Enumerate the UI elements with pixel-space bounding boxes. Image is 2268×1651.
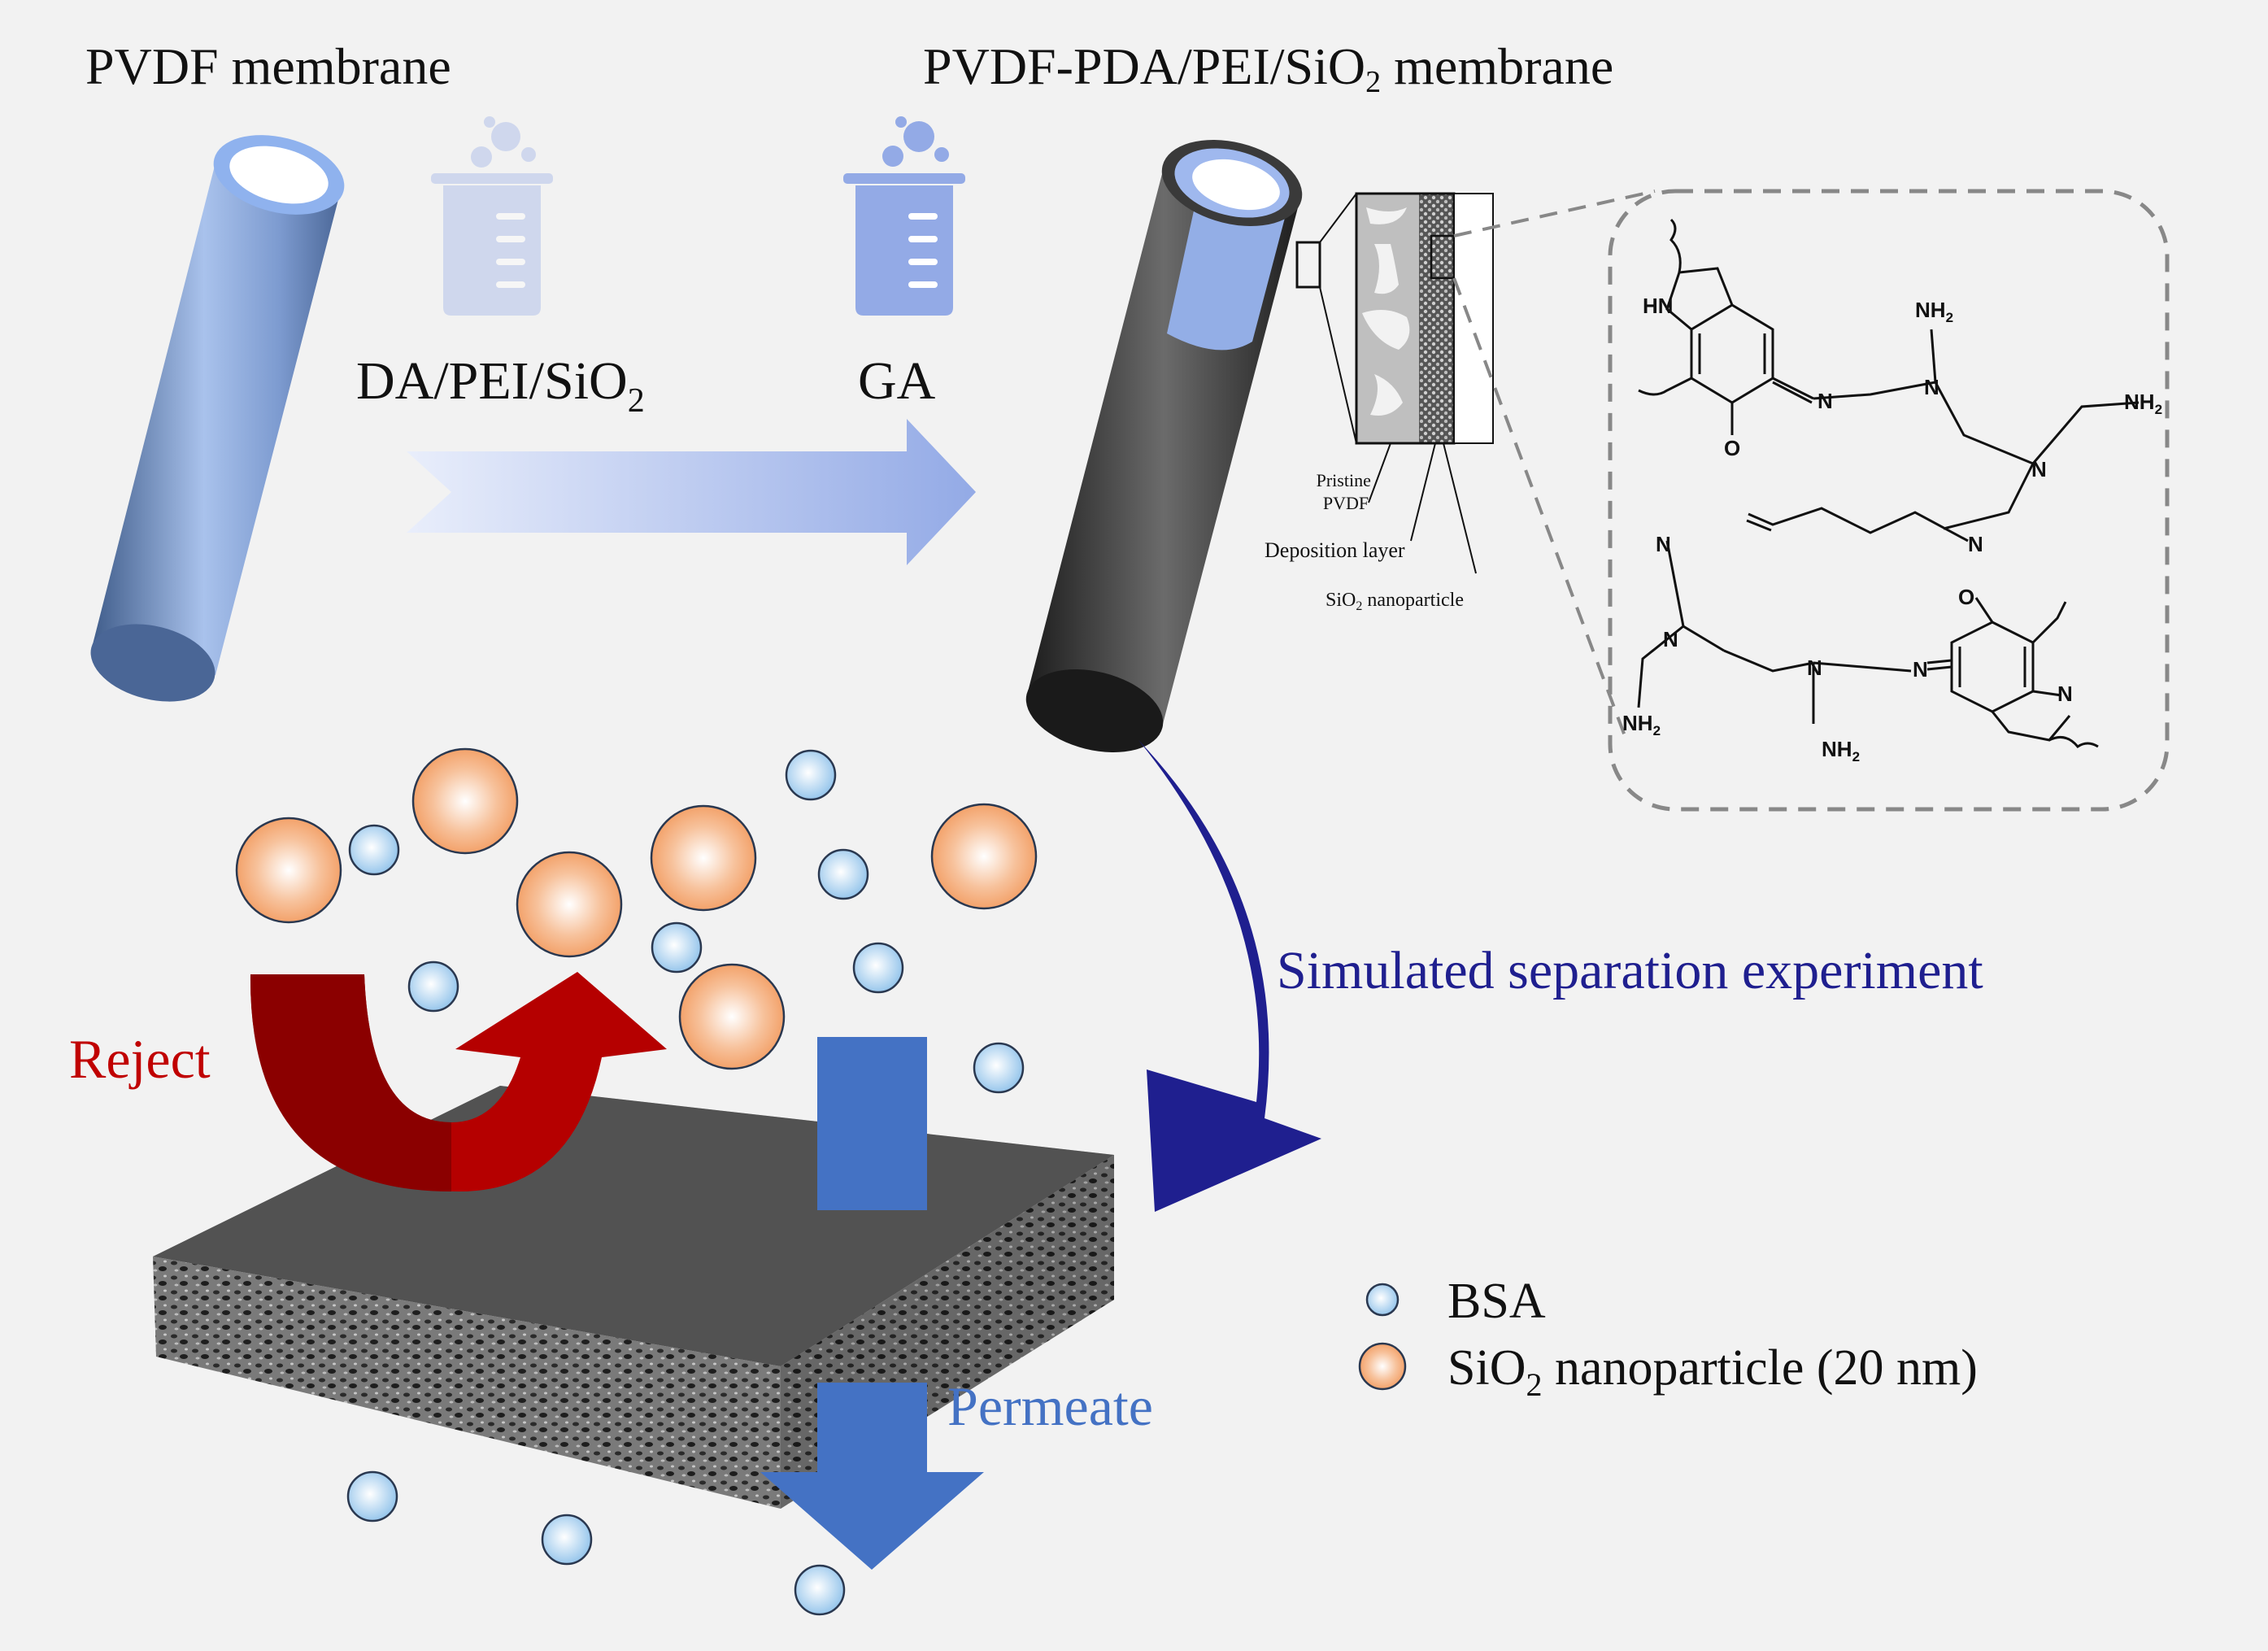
atom-o-lower: O (1958, 585, 1974, 609)
sio2-particle (235, 817, 342, 924)
atom-n-lower-imine: N (1913, 657, 1928, 682)
reject-arrow-shade (250, 974, 451, 1191)
legend-sio2-icon (1358, 1342, 1407, 1391)
sio2-particle (930, 803, 1038, 910)
bsa-particle (852, 942, 904, 994)
zoom-line-top (1319, 193, 1357, 243)
atom-n-lower-secondary: N (1807, 656, 1822, 680)
bsa-particle (407, 961, 459, 1013)
pristine-pvdf-label: Pristine PVDF (1317, 470, 1376, 513)
zoom-line-bottom (1319, 286, 1357, 444)
bsa-particle (973, 1042, 1025, 1094)
step2-reagent-label: GA (858, 351, 936, 411)
pvdf-tube (90, 135, 345, 702)
sio2-particle (650, 804, 757, 912)
chemical-structure (1637, 218, 2140, 748)
atom-nh2-3: NH2 (1622, 711, 1661, 738)
particles (235, 747, 1038, 1616)
pvdf-membrane-title: PVDF membrane (85, 37, 451, 95)
sio2-leader-line (1443, 442, 1477, 574)
membrane-block (153, 1086, 1114, 1509)
deposition-leader-line (1410, 442, 1436, 542)
beaker-icon (843, 116, 965, 316)
atom-nh2-4: NH2 (1822, 737, 1860, 765)
atom-n-ga-right: N (1968, 532, 1983, 556)
atom-o-upper: O (1724, 436, 1740, 460)
atom-hn: HN (1643, 294, 1674, 318)
chem-zoom-line-top (1453, 189, 1656, 237)
bsa-particle (348, 824, 400, 876)
modified-tube (1025, 140, 1321, 753)
bsa-particle (346, 1470, 398, 1522)
sio2-particle (411, 747, 519, 855)
sio2-particle (678, 963, 786, 1070)
legend-bsa-icon (1365, 1283, 1400, 1317)
separation-caption: Simulated separation experiment (1277, 941, 1983, 1000)
pristine-leader-line (1368, 442, 1391, 503)
legend: BSA SiO2 nanoparticle (20 nm) (1358, 1274, 1978, 1403)
atom-n-lower-amine: N (1663, 627, 1678, 651)
cross-section-inset (1355, 192, 1494, 445)
sio2-nanoparticle-inset-label: SiO2 nanoparticle (1326, 590, 1464, 613)
chem-zoom-line-bottom (1452, 277, 1628, 741)
deposition-layer-label: Deposition layer (1265, 538, 1405, 562)
bsa-particle (785, 749, 837, 801)
atom-n-upper-amine: N (1924, 375, 1939, 399)
atom-n-upper-imine: N (1817, 389, 1833, 413)
permeate-arrow-bottom (760, 1383, 984, 1570)
bsa-particle (541, 1514, 593, 1566)
atom-n-lower-ring: N (2057, 682, 2073, 706)
sio2-particle (516, 851, 623, 958)
atom-n-ga-left: N (1656, 532, 1671, 556)
legend-sio2-label: SiO2 nanoparticle (20 nm) (1447, 1340, 1978, 1403)
atom-nh2-1: NH2 (1915, 298, 1953, 325)
modified-membrane-title: PVDF-PDA/PEI/SiO2 membrane (923, 37, 1613, 99)
process-arrow (407, 419, 976, 565)
bsa-particle (817, 848, 869, 900)
permeate-arrow-top (817, 1037, 927, 1210)
atom-nh2-2: NH2 (2124, 390, 2162, 417)
step1-reagents-label: DA/PEI/SiO2 (356, 351, 645, 420)
chemical-atom-labels: HN O N N NH2 NH2 N N N N NH2 N NH2 N O N (1622, 294, 2162, 765)
permeate-label: Permeate (947, 1375, 1153, 1437)
bsa-particle (794, 1564, 846, 1616)
separation-curved-arrow (1138, 740, 1321, 1212)
atom-n-branch: N (2031, 457, 2047, 481)
legend-bsa-label: BSA (1447, 1274, 1546, 1329)
bsa-particle (651, 921, 703, 974)
beaker-icon-faded (431, 116, 553, 316)
reject-label: Reject (69, 1028, 211, 1090)
chemical-structure-box (1608, 189, 2170, 812)
